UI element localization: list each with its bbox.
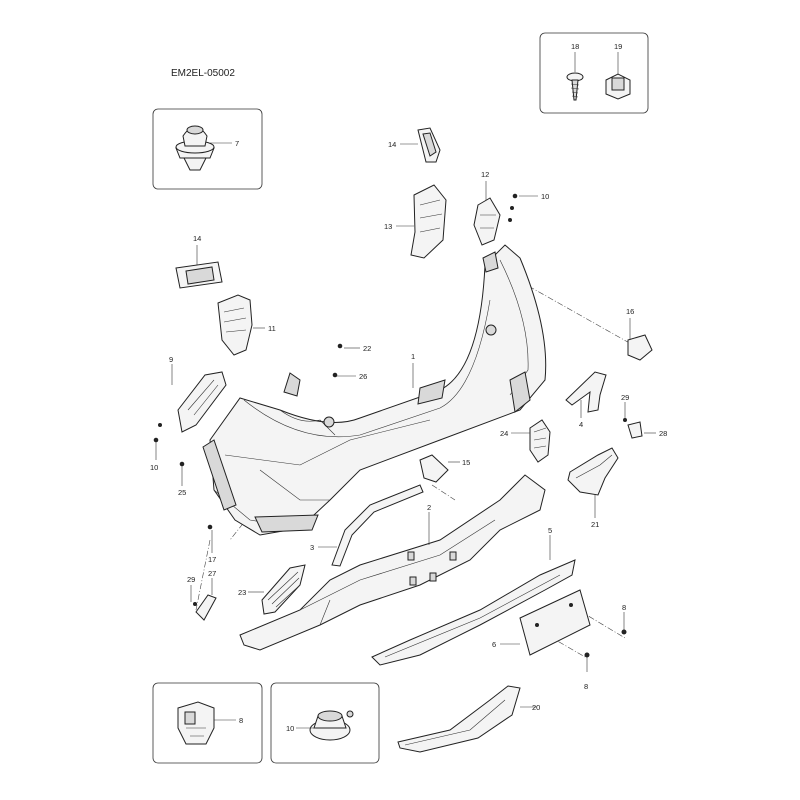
label-part-26: 26: [359, 372, 367, 381]
label-part-27: 27: [208, 569, 216, 578]
grille-part-24: [529, 419, 551, 463]
cap-part-16: [627, 334, 653, 361]
fastener-dots: [153, 193, 627, 658]
leader-lines: [155, 143, 656, 708]
label-part-18: 18: [571, 42, 579, 51]
label-part-25: 25: [178, 488, 186, 497]
skid-plate-part-5: [371, 559, 576, 666]
inset-box-10: [270, 682, 380, 764]
label-part-22: 22: [363, 344, 371, 353]
label-part-16: 16: [626, 307, 634, 316]
reflector-part-14-top: [417, 127, 441, 163]
label-part-24: 24: [500, 429, 508, 438]
label-part-5: 5: [548, 526, 552, 535]
bracket-part-27: [195, 594, 217, 621]
label-part-6: 6: [492, 640, 496, 649]
label-part-8-right: 8: [622, 603, 626, 612]
label-part-17: 17: [208, 555, 216, 564]
screw-part-18: [566, 72, 584, 101]
inset-box-8: [152, 682, 263, 764]
plate-bracket-part-6: [519, 589, 591, 656]
inset-box-7: [152, 108, 263, 190]
label-part-15: 15: [462, 458, 470, 467]
label-part-7: 7: [235, 139, 239, 148]
label-part-9: 9: [169, 355, 173, 364]
clip-part-28: [627, 421, 643, 439]
diagram-code: EM2EL-05002: [171, 68, 235, 79]
label-part-20: 20: [532, 703, 540, 712]
lower-bumper-part-2: [239, 474, 546, 651]
clip-part-7: [175, 125, 215, 171]
label-part-8-bottom: 8: [584, 682, 588, 691]
label-part-2: 2: [427, 503, 431, 512]
inset-box-18-19: [539, 32, 649, 114]
clip-part-10: [309, 710, 354, 741]
label-part-10-inset: 10: [286, 724, 294, 733]
label-part-14-top: 14: [388, 140, 396, 149]
label-part-10-top: 10: [541, 192, 549, 201]
label-part-8-inset: 8: [239, 716, 243, 725]
label-part-4: 4: [579, 420, 583, 429]
label-part-12: 12: [481, 170, 489, 179]
label-part-29-left: 29: [187, 575, 195, 584]
garnish-part-20: [397, 685, 521, 753]
trim-strip-part-3: [331, 484, 424, 567]
bracket-part-11: [217, 294, 253, 356]
label-part-28: 28: [659, 429, 667, 438]
label-part-19: 19: [614, 42, 622, 51]
label-part-11: 11: [268, 324, 276, 333]
label-part-21: 21: [591, 520, 599, 529]
label-part-3: 3: [310, 543, 314, 552]
cover-part-15: [419, 454, 449, 483]
part-labels: 1 2 3 4 5 6 7 8 8 8 9 10 10 10 11 12 13 …: [150, 42, 667, 733]
label-part-13: 13: [384, 222, 392, 231]
label-part-29-right: 29: [621, 393, 629, 402]
label-part-1: 1: [411, 352, 415, 361]
bracket-part-9: [177, 371, 227, 433]
grille-part-23: [261, 564, 306, 615]
label-part-23: 23: [238, 588, 246, 597]
bracket-part-13: [410, 184, 447, 259]
nut-part-19: [605, 73, 631, 100]
bumper-cover-part-1: [202, 244, 547, 536]
label-part-14-left: 14: [193, 234, 201, 243]
bracket-part-21: [567, 447, 619, 496]
bracket-part-4: [565, 371, 607, 413]
reflector-part-14-left: [175, 261, 223, 289]
clip-part-8: [177, 701, 215, 745]
label-part-10-left: 10: [150, 463, 158, 472]
bracket-part-12: [473, 197, 501, 246]
